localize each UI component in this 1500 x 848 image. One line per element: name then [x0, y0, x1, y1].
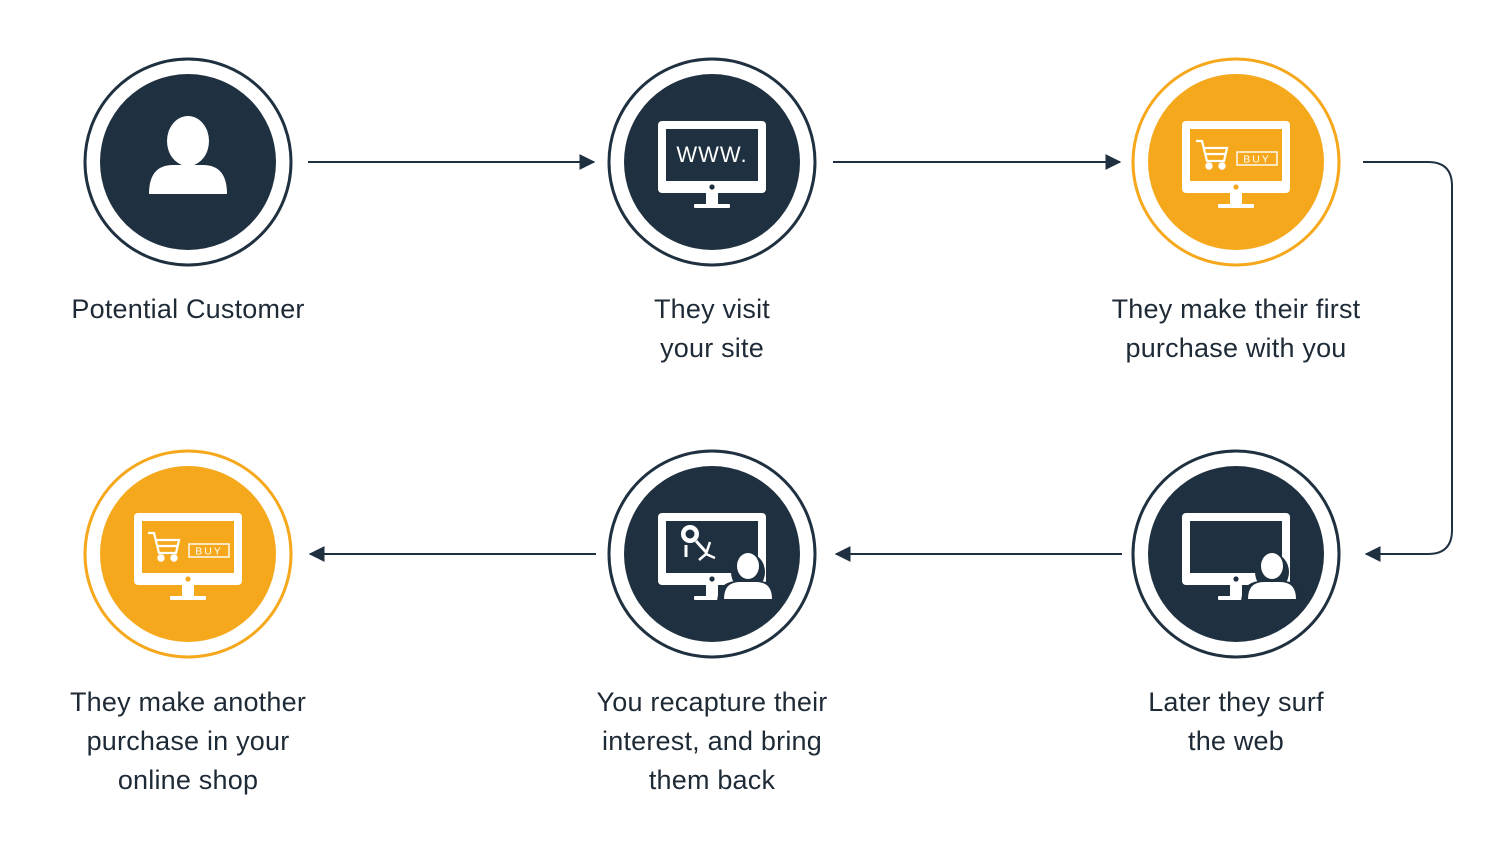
step-label-3: They make their first purchase with you	[1066, 290, 1406, 368]
step-3-line-2: purchase with you	[1125, 333, 1347, 363]
step-label-2: They visit your site	[542, 290, 882, 368]
user-badge-icon	[717, 553, 779, 604]
shopping-cart-icon	[1196, 139, 1229, 170]
monitor-user-icon	[1182, 513, 1303, 604]
step-6-line-3: online shop	[117, 765, 259, 795]
step-node-4	[1131, 449, 1341, 659]
step-5-line-1: You recapture their	[596, 687, 828, 717]
step-4-line-2: the web	[1188, 726, 1284, 756]
step-6-line-2: purchase in your	[86, 726, 290, 756]
step-2-line-2: your site	[660, 333, 764, 363]
step-5-line-3: them back	[648, 765, 776, 795]
step-label-6: They make another purchase in your onlin…	[18, 683, 358, 800]
buy-button	[1236, 151, 1278, 166]
connectors	[308, 154, 1453, 562]
user-badge-icon	[1241, 553, 1303, 604]
monitor-cart-buy-icon: BUY	[134, 513, 242, 600]
monitor-cart-buy-icon: BUY	[1182, 121, 1290, 208]
step-4-line-1: Later they surf	[1148, 687, 1324, 717]
step-label-4: Later they surf the web	[1066, 683, 1406, 761]
step-3-line-1: They make their first	[1111, 294, 1361, 324]
step-node-2: WWW.	[607, 57, 817, 267]
www-screen-text: WWW.	[676, 142, 747, 167]
step-label-1: Potential Customer	[18, 290, 358, 329]
step-label-5: You recapture their interest, and bring …	[542, 683, 882, 800]
step-6-line-1: They make another	[69, 687, 307, 717]
step-node-6: BUY	[83, 449, 293, 659]
monitor-recapture-user-icon	[658, 513, 779, 604]
person-icon	[149, 116, 227, 194]
step-node-3: BUY	[1131, 57, 1341, 267]
shopping-cart-icon	[148, 531, 181, 562]
step-node-1	[83, 57, 293, 267]
step-2-line-1: They visit	[653, 294, 771, 324]
buy-button-text: BUY	[1243, 154, 1271, 166]
step-node-5	[607, 449, 817, 659]
buy-button-text: BUY	[195, 546, 223, 558]
step-1-line-1: Potential Customer	[71, 294, 305, 324]
step-5-line-2: interest, and bring	[602, 726, 822, 756]
recapture-icon	[681, 525, 716, 561]
arrow-3-to-4	[1363, 161, 1453, 562]
monitor-www-icon: WWW.	[658, 121, 766, 208]
buy-button	[188, 543, 230, 558]
